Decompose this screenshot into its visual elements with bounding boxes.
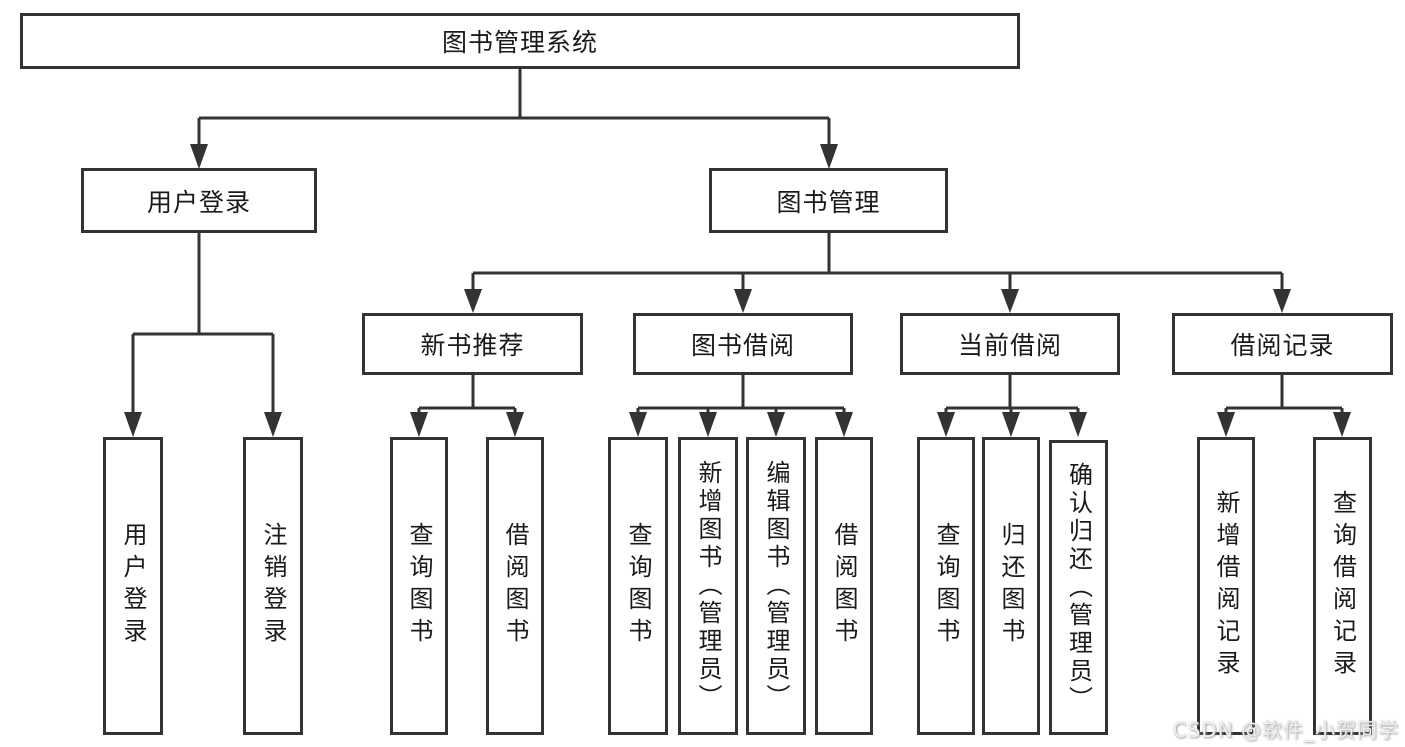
- arrowhead-icon: [410, 412, 428, 437]
- connector-new-book-branch: [417, 375, 517, 416]
- arrowhead-icon: [190, 144, 208, 169]
- node-edit-book-admin: 编辑图书（管理员）: [746, 437, 806, 735]
- node-borrow-books-recommend: 借阅图书: [486, 437, 544, 735]
- arrowhead-icon: [699, 412, 717, 437]
- arrowhead-icon: [1333, 412, 1351, 437]
- node-query-borrow-record: 查询借阅记录: [1313, 437, 1372, 735]
- arrowhead-icon: [124, 412, 142, 437]
- arrowhead-icon: [1273, 289, 1291, 313]
- node-query-books-current: 查询图书: [917, 437, 975, 735]
- node-query-books-recommend: 查询图书: [390, 437, 448, 735]
- node-confirm-return-admin: 确认归还（管理员）: [1049, 440, 1108, 735]
- connector-current-borrowing-branch: [944, 375, 1080, 416]
- connector-user-login-branch: [131, 233, 275, 414]
- node-book-management: 图书管理: [709, 168, 948, 233]
- node-book-borrowing: 图书借阅: [633, 313, 853, 375]
- arrowhead-icon: [767, 412, 785, 437]
- node-return-books: 归还图书: [982, 437, 1040, 735]
- node-borrowing-records: 借阅记录: [1172, 313, 1393, 375]
- node-query-books-borrowing: 查询图书: [608, 437, 668, 735]
- node-root: 图书管理系统: [20, 13, 1020, 69]
- arrowhead-icon: [1002, 412, 1020, 437]
- node-current-borrowing: 当前借阅: [900, 313, 1120, 375]
- arrowhead-icon: [1217, 412, 1235, 437]
- node-add-book-admin: 新增图书（管理员）: [678, 437, 738, 735]
- arrowhead-icon: [734, 289, 752, 313]
- node-logout: 注销登录: [243, 437, 303, 735]
- arrowhead-icon: [629, 412, 647, 437]
- arrowhead-icon: [264, 412, 282, 437]
- arrowhead-icon: [464, 289, 482, 313]
- connector-book-management-branch: [471, 233, 1284, 291]
- arrowhead-icon: [1069, 412, 1087, 437]
- node-user-login: 用户登录: [81, 168, 317, 233]
- node-borrow-books-borrowing: 借阅图书: [815, 437, 873, 735]
- arrowhead-icon: [820, 144, 838, 169]
- connector-root-to-level2: [197, 69, 831, 147]
- arrowhead-icon: [835, 412, 853, 437]
- node-new-book-recommend: 新书推荐: [362, 313, 583, 375]
- connector-borrowing-records-branch: [1224, 375, 1344, 416]
- node-add-borrow-record: 新增借阅记录: [1197, 437, 1255, 735]
- node-login: 用户登录: [103, 437, 163, 735]
- arrowhead-icon: [937, 412, 955, 437]
- connector-book-borrowing-branch: [636, 375, 846, 416]
- arrowhead-icon: [1001, 289, 1019, 313]
- arrowhead-icon: [506, 412, 524, 437]
- csdn-watermark: CSDN @软件_小贺同学: [1172, 718, 1399, 742]
